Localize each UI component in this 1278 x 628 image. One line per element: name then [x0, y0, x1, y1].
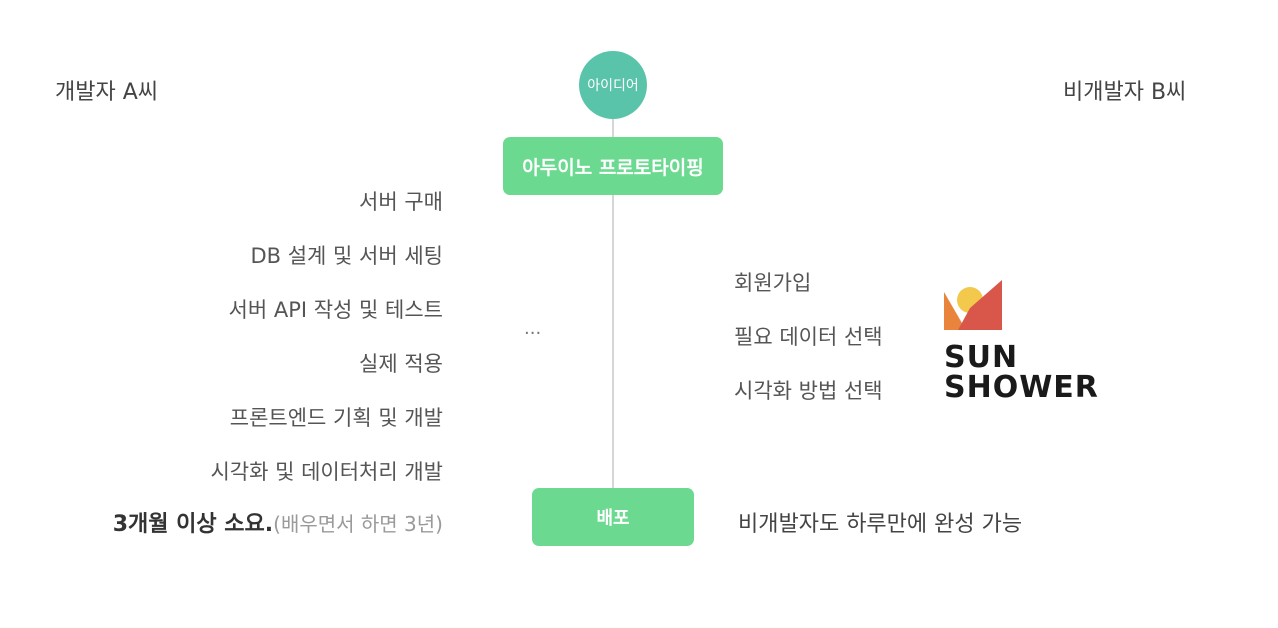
sunshower-logo-icon: [944, 280, 1002, 330]
developer-step: 프론트엔드 기획 및 개발: [229, 406, 443, 430]
developer-step: 서버 API 작성 및 테스트: [228, 298, 443, 322]
sunshower-logo-wordmark: SUN SHOWER: [944, 343, 1099, 403]
idea-label: 아이디어: [587, 78, 639, 94]
logo-wordmark-line1: SUN: [944, 340, 1019, 375]
logo-orange-shape: [944, 292, 966, 330]
logo-wordmark-line2: SHOWER: [944, 370, 1099, 405]
developer-persona-label: 개발자 A씨: [55, 80, 159, 105]
non-developer-persona-label: 비개발자 B씨: [1063, 80, 1187, 105]
developer-step: DB 설계 및 서버 세팅: [250, 244, 443, 268]
developer-step: 서버 구매: [359, 190, 443, 214]
non-developer-summary: 비개발자도 하루만에 완성 가능: [738, 512, 1023, 537]
developer-step: 실제 적용: [359, 352, 443, 376]
developer-summary-note: (배우면서 하면 3년): [273, 512, 443, 536]
non-developer-step: 회원가입: [734, 271, 812, 295]
timeline-line: [612, 118, 614, 490]
developer-summary-duration: 3개월 이상 소요.: [112, 512, 274, 537]
logo-red-shape: [958, 280, 1002, 330]
idea-node: 아이디어: [579, 51, 647, 119]
deploy-node: 배포: [532, 488, 694, 546]
timeline-ellipsis: ...: [524, 318, 542, 339]
arduino-prototyping-node: 아두이노 프로토타이핑: [503, 137, 723, 195]
non-developer-step: 시각화 방법 선택: [734, 379, 883, 403]
arduino-prototyping-label: 아두이노 프로토타이핑: [522, 156, 704, 179]
non-developer-step: 필요 데이터 선택: [734, 325, 883, 349]
developer-summary: 3개월 이상 소요.(배우면서 하면 3년): [113, 506, 443, 538]
developer-step: 시각화 및 데이터처리 개발: [210, 460, 443, 484]
deploy-label: 배포: [596, 508, 630, 529]
